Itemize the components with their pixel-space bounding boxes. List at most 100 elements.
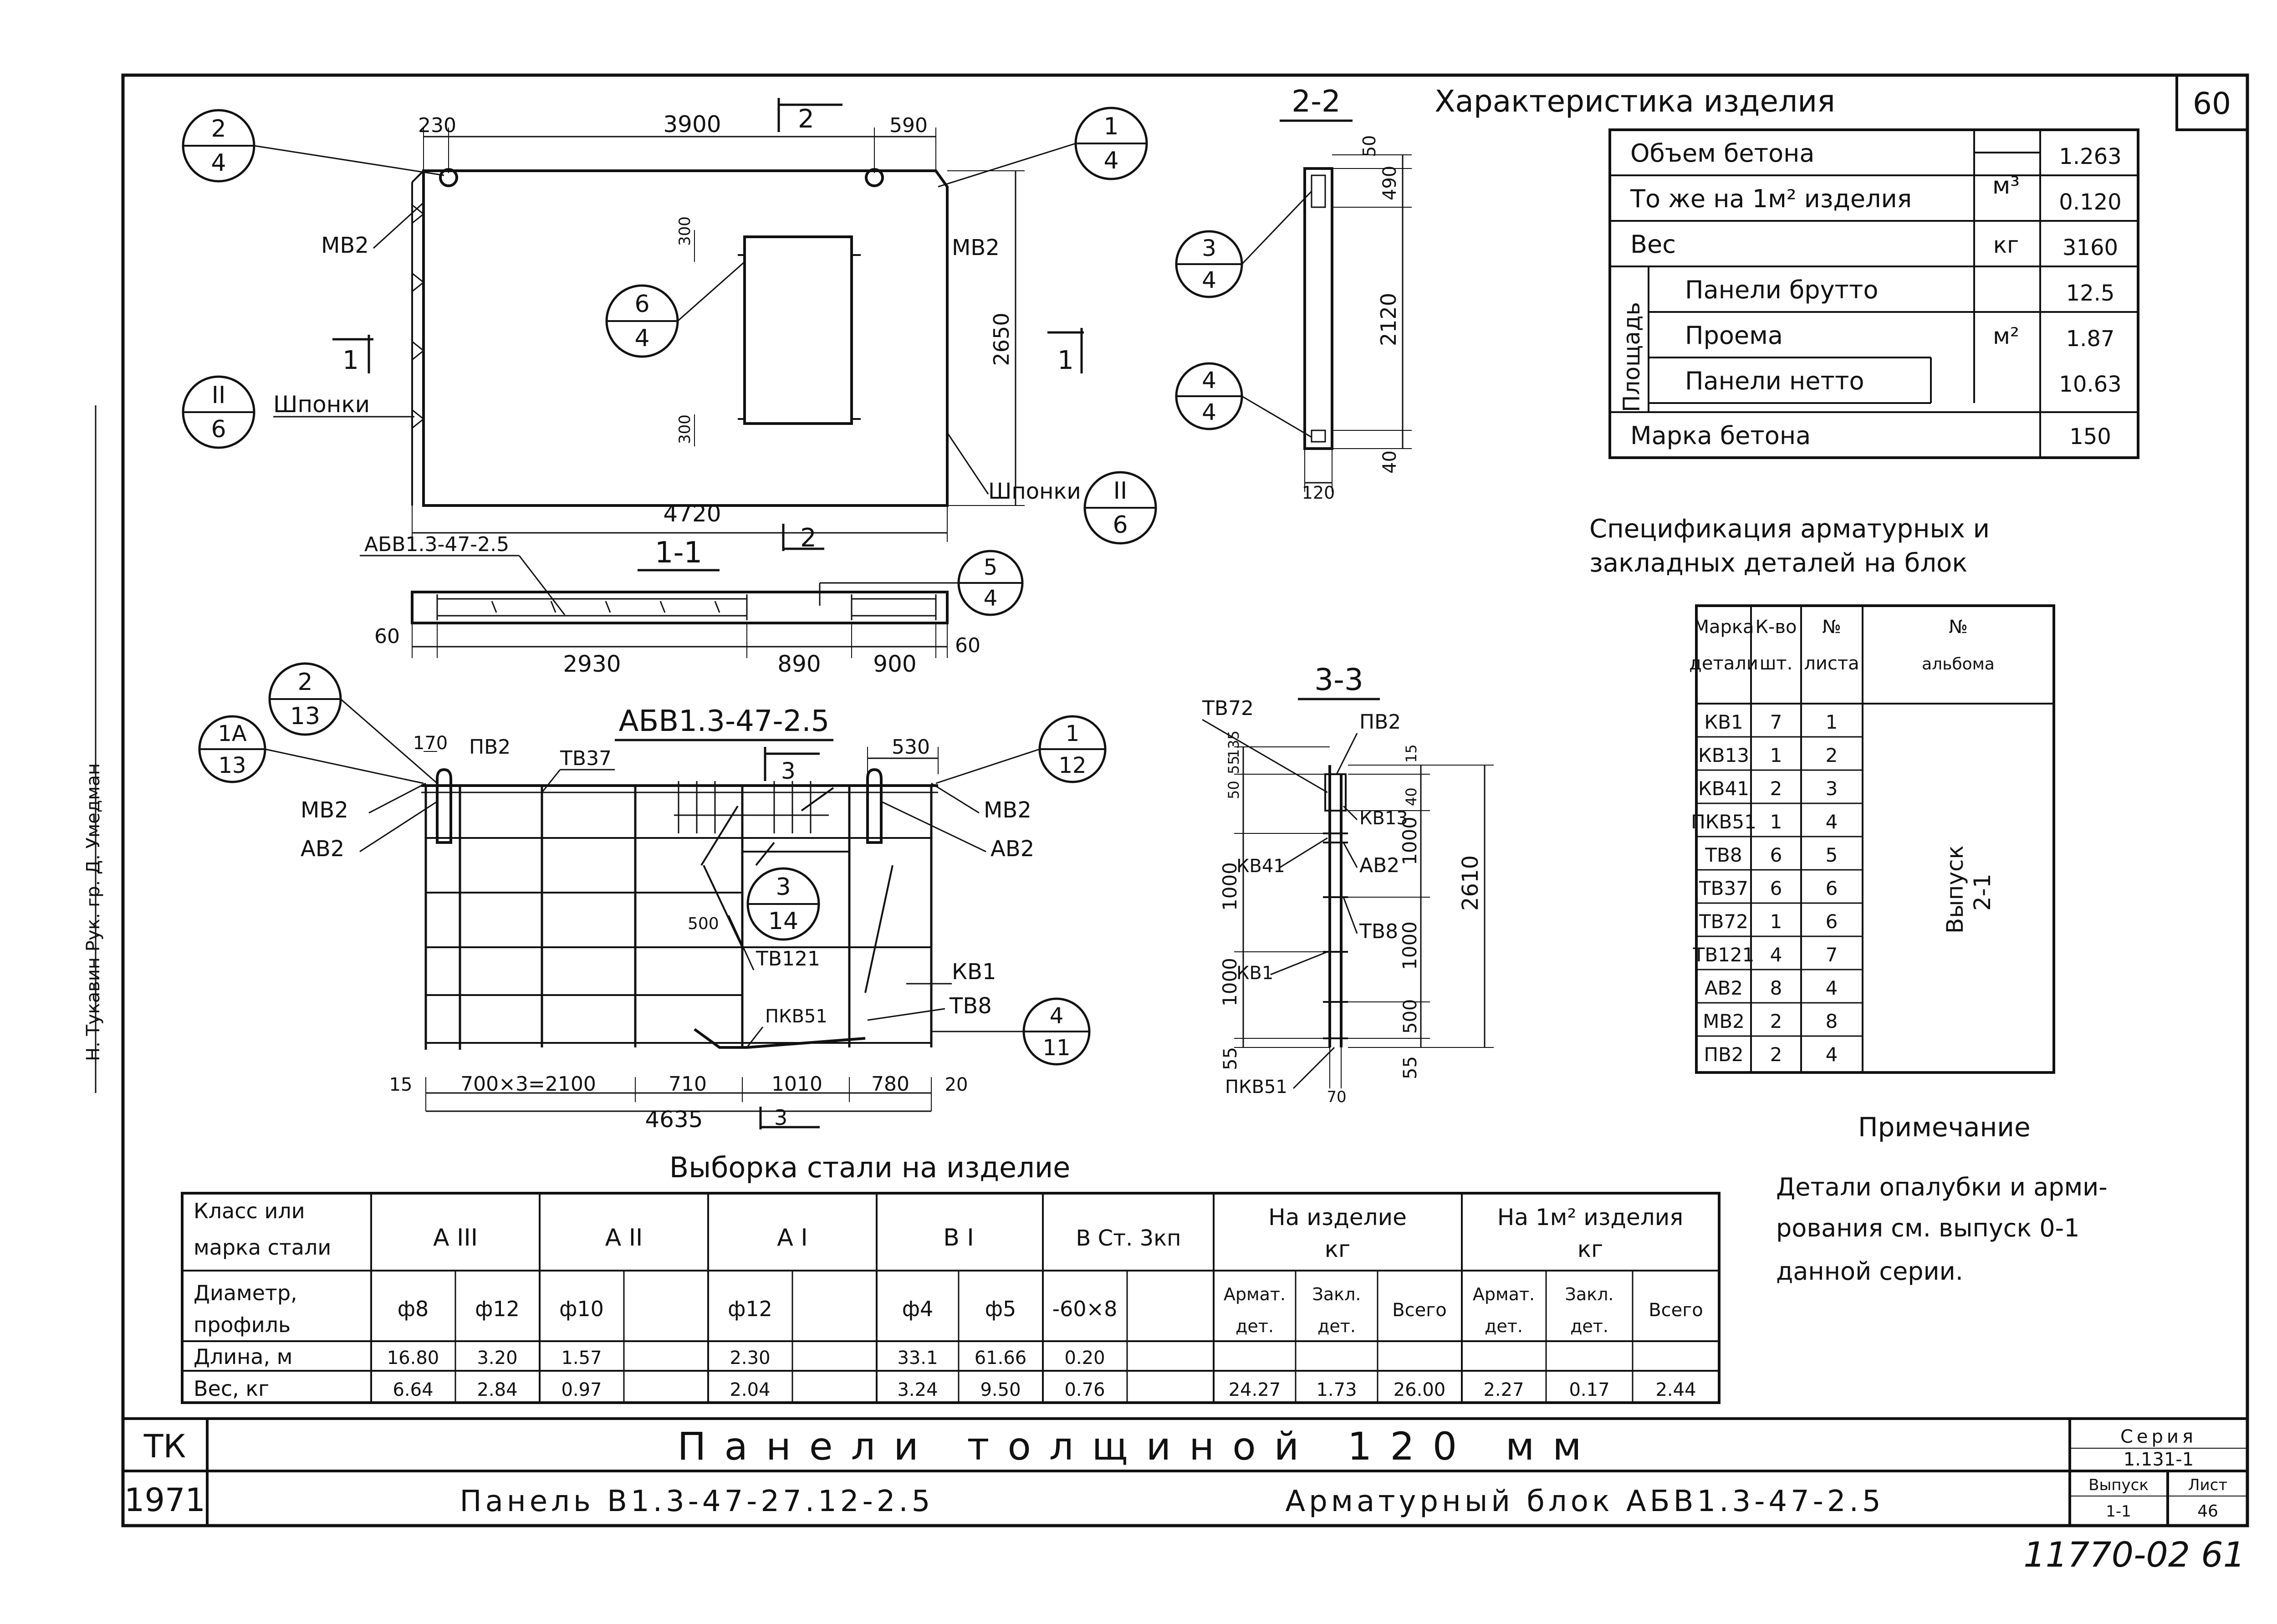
- steel-diameters-cell: ф5: [985, 1297, 1016, 1321]
- dim-15-right: 15: [1403, 744, 1420, 763]
- svg-text:14: 14: [768, 908, 798, 935]
- steel-per-product-1: На изделие: [1268, 1204, 1407, 1231]
- steel-total-product-cell: 26.00: [1394, 1379, 1446, 1400]
- svg-text:2: 2: [211, 115, 226, 143]
- label-kv1-33: КВ1: [1236, 963, 1273, 984]
- armature-block-view: АБВ1.3-47-2.5 170 530 3 ПВ2 ТВ37: [198, 662, 1107, 1133]
- label-av2-left: АВ2: [301, 836, 344, 862]
- section-mark-3-top: 3: [781, 758, 796, 784]
- svg-text:13: 13: [218, 753, 246, 778]
- spec-h-qty-1: К-во: [1756, 617, 1797, 638]
- spec-title-line2: закладных деталей на блок: [1589, 548, 1967, 578]
- dim-590: 590: [889, 114, 928, 137]
- spec-h-album-1: №: [1949, 617, 1968, 638]
- steel-class-a3: А III: [433, 1224, 478, 1251]
- steel-class-label-2: марка стали: [194, 1235, 331, 1260]
- spec-cell-qty: 8: [1770, 977, 1782, 999]
- svg-text:4: 4: [984, 586, 998, 611]
- spec-cell-mark: ТВ121: [1693, 944, 1755, 966]
- dim-70: 70: [1327, 1088, 1346, 1106]
- spec-section: Спецификация арматурных и закладных дета…: [1589, 514, 2055, 1074]
- dim-700x3: 700×3=2100: [460, 1072, 596, 1096]
- label-kv41: КВ41: [1236, 856, 1285, 877]
- dim-40-right: 40: [1403, 787, 1420, 806]
- spec-h-mark-2: детали: [1689, 653, 1758, 674]
- steel-weights-cell: 0.97: [561, 1379, 602, 1400]
- spec-cell-mark: МВ2: [1703, 1010, 1745, 1032]
- steel-diam-label-1: Диаметр,: [194, 1281, 297, 1305]
- callout-ii-6-right: II 6: [1083, 471, 1157, 545]
- title-sub-right: Арматурный блок АБВ1.3-47-2.5: [1285, 1485, 1884, 1518]
- label-mv2-left: МВ2: [321, 233, 369, 258]
- dim-500: 500: [1400, 999, 1421, 1034]
- steel-lengths-cell: 2.30: [730, 1348, 770, 1369]
- note-line-1: Детали опалубки и арми-: [1776, 1173, 2108, 1201]
- section-3-3: 3-3 135 55 50 1000 1000 55 15 40 1000 10…: [1202, 662, 1494, 1106]
- dim-55-right: 55: [1400, 1056, 1421, 1079]
- dim-50: 50: [1359, 135, 1379, 157]
- steel-class-vst3: В Ст. 3кп: [1076, 1226, 1181, 1251]
- dim-2650: 2650: [989, 312, 1014, 366]
- series-label: Серия: [2120, 1426, 2197, 1447]
- callout-3-4: 3 4: [1175, 190, 1312, 298]
- steel-weights-cell: 2.04: [730, 1379, 770, 1400]
- dim-710: 710: [669, 1072, 707, 1096]
- svg-text:2: 2: [297, 669, 312, 696]
- dim-60-right: 60: [955, 634, 980, 657]
- steel-per-m2-1: На 1м² изделия: [1497, 1204, 1684, 1231]
- section-1-1-label: АБВ1.3-47-2.5: [364, 533, 509, 556]
- steel-lengths-cell: 3.20: [477, 1348, 517, 1369]
- dim-490: 490: [1379, 166, 1400, 200]
- section-2-2-title: 2-2: [1292, 84, 1341, 119]
- spec-cell-sheet: 6: [1826, 877, 1838, 899]
- svg-text:6: 6: [1113, 511, 1128, 539]
- steel-diameters-cell: ф4: [902, 1297, 934, 1321]
- steel-lengths-cell: 1.57: [561, 1348, 602, 1369]
- spec-cell-mark: КВ41: [1698, 777, 1749, 800]
- svg-text:II: II: [212, 382, 226, 409]
- steel-weights-cell: 6.64: [393, 1379, 433, 1400]
- spec-cell-mark: ТВ72: [1699, 910, 1748, 933]
- dim-780: 780: [871, 1072, 909, 1096]
- callout-3-14: 3 14: [746, 867, 820, 941]
- sheet-value: 46: [2197, 1502, 2218, 1521]
- spec-cell-qty: 7: [1770, 711, 1782, 733]
- note-section: Примечание Детали опалубки и арми- рован…: [1776, 1112, 2108, 1286]
- stamp-number: 11770-02 61: [2023, 1534, 2245, 1575]
- callout-6-4: 6 4: [605, 261, 745, 358]
- dim-530: 530: [892, 735, 930, 759]
- dim-1000-right-2: 1000: [1399, 921, 1421, 970]
- steel-diameters-cell: ф12: [728, 1297, 772, 1321]
- spec-cell-qty: 2: [1770, 1010, 1782, 1032]
- series-value: 1.131-1: [2124, 1449, 2194, 1470]
- block-title: АБВ1.3-47-2.5: [619, 705, 830, 738]
- char-area-net-value: 10.63: [2059, 372, 2121, 397]
- char-area-opening-value: 1.87: [2066, 326, 2115, 352]
- spec-album-2: 2-1: [1969, 873, 1996, 911]
- svg-text:3: 3: [776, 873, 791, 901]
- steel-sub-zakl-2: дет.: [1317, 1316, 1356, 1336]
- dim-2120: 2120: [1376, 293, 1401, 346]
- dim-4720: 4720: [663, 500, 721, 527]
- dim-55-bottom: 55: [1220, 1047, 1241, 1070]
- callout-4-4: 4 4: [1175, 362, 1312, 438]
- title-block: ТК 1971 Панели толщиной 120 мм Панель В1…: [123, 1417, 2247, 1526]
- callout-5-4: 5 4: [819, 550, 1024, 616]
- spec-cell-qty: 6: [1770, 877, 1782, 899]
- svg-text:6: 6: [211, 416, 226, 443]
- svg-text:4: 4: [1202, 267, 1216, 293]
- label-pkv51: ПКВ51: [765, 1006, 827, 1027]
- characteristics-title: Характеристика изделия: [1435, 84, 1835, 119]
- door-opening: [743, 235, 853, 425]
- spec-cell-sheet: 8: [1826, 1010, 1838, 1032]
- spec-cell-sheet: 6: [1826, 910, 1838, 933]
- dim-120: 120: [1302, 483, 1335, 503]
- label-mv2-left: МВ2: [301, 797, 348, 823]
- spec-cell-qty: 1: [1770, 811, 1782, 833]
- steel-sub-zakl-m2-1: Закл.: [1565, 1284, 1614, 1304]
- steel-sub-armat-m2-1: Армат.: [1473, 1284, 1535, 1304]
- dim-1000-right-1: 1000: [1399, 817, 1421, 865]
- steel-total-m2-cell: 2.27: [1483, 1379, 1524, 1400]
- char-weight-unit: кг: [1993, 232, 2019, 258]
- svg-text:4: 4: [1202, 399, 1216, 425]
